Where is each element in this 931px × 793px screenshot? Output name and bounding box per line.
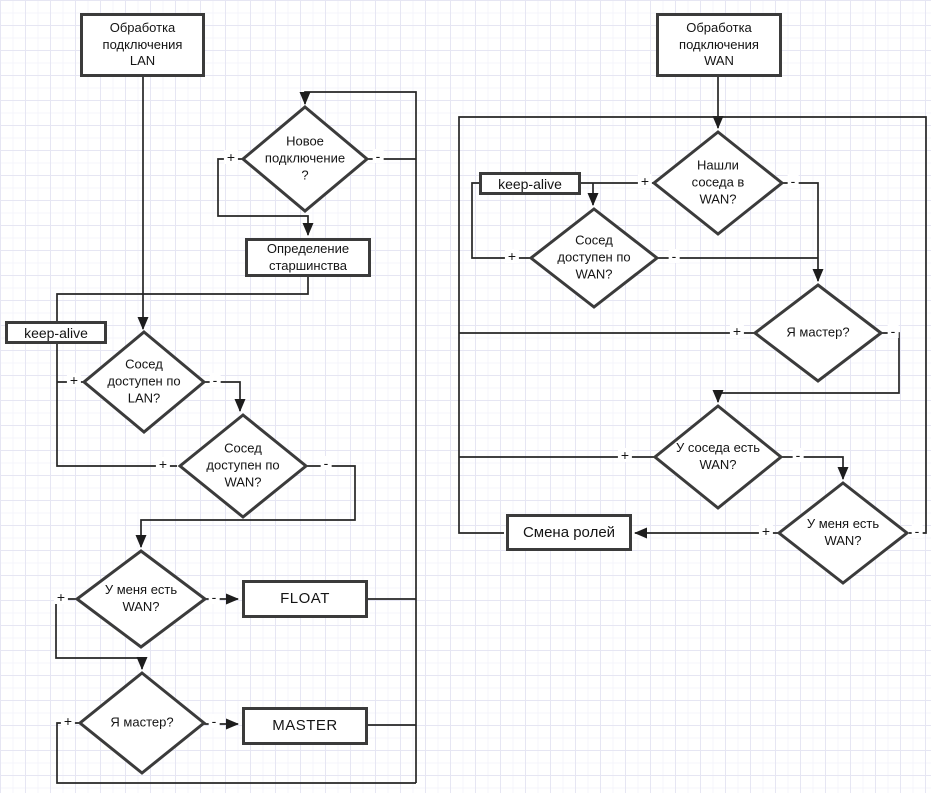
decision-new-connection bbox=[240, 105, 370, 213]
process-master-label: MASTER bbox=[272, 717, 338, 735]
decision-neighbor-has-wan bbox=[652, 404, 784, 510]
branch-minus-have-wan-wan: - bbox=[911, 524, 923, 538]
process-change-roles-label: Смена ролей bbox=[522, 523, 616, 541]
branch-plus-am-master-lan: + bbox=[60, 714, 76, 728]
process-master: MASTER bbox=[242, 707, 368, 745]
branch-minus-am-master-wan: - bbox=[887, 324, 899, 338]
decision-am-master-lan bbox=[77, 671, 207, 775]
process-lan-start-label: Обработка подключения LAN bbox=[102, 20, 183, 69]
edge-neighborreach-plus-to-keepalive bbox=[471, 182, 531, 259]
process-wan-start: Обработка подключения WAN bbox=[656, 13, 782, 77]
decision-neighbor-wan-reachable-lan bbox=[177, 413, 309, 519]
decision-am-master-wan-label: Я мастер? bbox=[786, 324, 850, 340]
decision-new-connection-label: Новое подключение ? bbox=[264, 133, 346, 183]
decision-found-neighbor-wan bbox=[651, 130, 785, 236]
branch-minus-new-connection: - bbox=[372, 149, 384, 163]
branch-plus-neighbor-wan-lan: + bbox=[155, 457, 171, 471]
branch-plus-neighbor-lan: + bbox=[66, 373, 82, 387]
decision-found-neighbor-wan-label: Нашли соседа в WAN? bbox=[691, 157, 745, 207]
process-float-label: FLOAT bbox=[280, 590, 330, 608]
process-wan-start-label: Обработка подключения WAN bbox=[679, 20, 759, 69]
keepalive-box-wan: keep-alive bbox=[479, 172, 581, 195]
decision-neighbor-lan-reachable bbox=[81, 330, 207, 434]
branch-minus-found-neighbor: - bbox=[787, 174, 799, 188]
branch-plus-new-connection: + bbox=[223, 150, 239, 164]
branch-plus-neighbor-has-wan: + bbox=[617, 448, 633, 462]
decision-have-wan-wan bbox=[776, 481, 910, 585]
branch-minus-am-master-lan: - bbox=[208, 714, 220, 728]
decision-am-master-lan-label: Я мастер? bbox=[110, 714, 174, 730]
edge-wanreach-minus-to-havewan bbox=[135, 465, 356, 548]
branch-plus-neighbor-reachable: + bbox=[504, 249, 520, 263]
decision-have-wan-lan bbox=[74, 549, 208, 649]
process-seniority: Определение старшинства bbox=[245, 238, 371, 277]
edge-seniority-to-keepalive-rail bbox=[56, 277, 309, 467]
decision-neighbor-wan-reachable-lan-label: Сосед доступен по WAN? bbox=[206, 440, 280, 490]
edge-lan-main-loop-bus bbox=[299, 91, 417, 783]
process-seniority-label: Определение старшинства bbox=[266, 240, 350, 273]
branch-minus-neighbor-reachable: - bbox=[668, 249, 680, 263]
process-lan-start: Обработка подключения LAN bbox=[80, 13, 205, 77]
branch-minus-neighbor-lan: - bbox=[209, 373, 221, 387]
decision-neighbor-wan-reachable-wan-label: Сосед доступен по WAN? bbox=[557, 232, 631, 282]
decision-shapes bbox=[74, 105, 910, 775]
branch-plus-have-wan-lan: + bbox=[53, 590, 69, 604]
branch-minus-neighbor-has-wan: - bbox=[792, 448, 804, 462]
decision-have-wan-lan-label: У меня есть WAN? bbox=[104, 582, 178, 614]
process-change-roles: Смена ролей bbox=[506, 514, 632, 551]
process-float: FLOAT bbox=[242, 580, 368, 618]
edge-wan-main-loop bbox=[458, 116, 927, 534]
keepalive-box-lan-label: keep-alive bbox=[24, 324, 88, 341]
branch-plus-found-neighbor: + bbox=[637, 174, 653, 188]
edge-neighborhaswan-minus-to-havewan bbox=[781, 456, 849, 480]
branch-minus-neighbor-wan-lan: - bbox=[320, 456, 332, 470]
decision-have-wan-wan-label: У меня есть WAN? bbox=[806, 516, 880, 548]
lan-connectors bbox=[55, 77, 417, 784]
keepalive-box-lan: keep-alive bbox=[5, 321, 107, 344]
decision-neighbor-lan-reachable-label: Сосед доступен по LAN? bbox=[107, 356, 181, 406]
edge-foundneighbor-minus-to-ammaster bbox=[782, 182, 824, 282]
decision-neighbor-wan-reachable-wan bbox=[528, 207, 660, 309]
decision-neighbor-has-wan-label: У соседа есть WAN? bbox=[675, 440, 761, 472]
branch-plus-am-master-wan: + bbox=[729, 324, 745, 338]
decision-am-master-wan bbox=[752, 283, 884, 383]
branch-plus-have-wan-wan: + bbox=[758, 524, 774, 538]
branch-minus-have-wan-lan: - bbox=[208, 590, 220, 604]
keepalive-box-wan-label: keep-alive bbox=[498, 175, 562, 192]
